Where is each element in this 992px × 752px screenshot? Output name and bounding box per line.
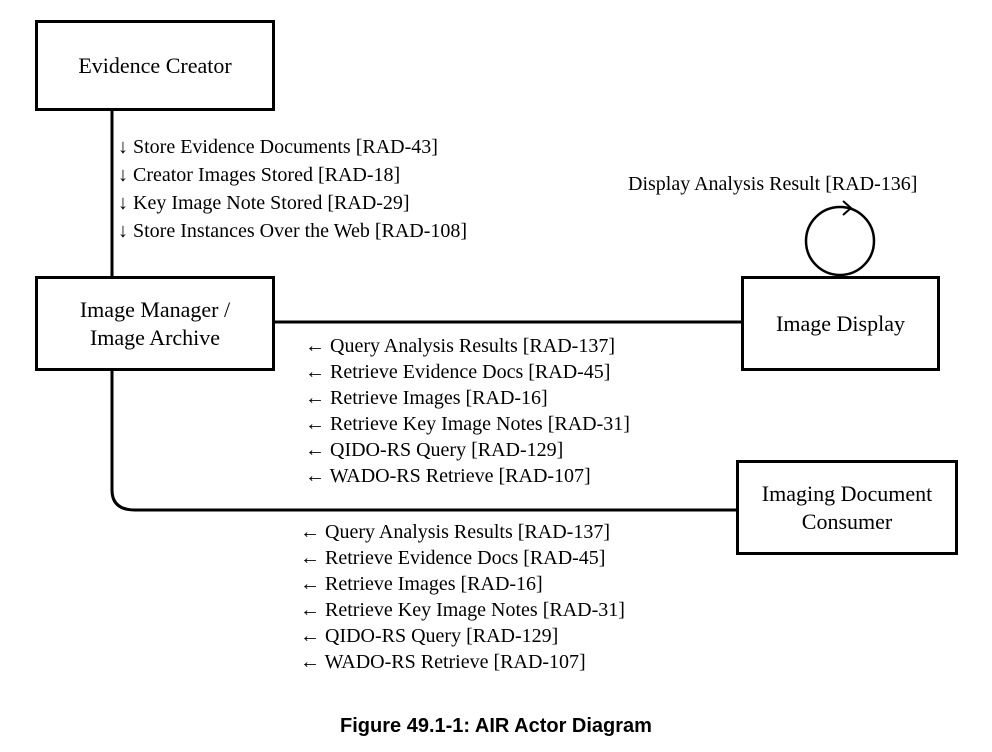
actor-label-line: Image Archive [89,324,221,350]
actor-image-display: Image Display [741,276,940,371]
transaction-label: ↓ Store Instances Over the Web [RAD-108] [118,220,468,242]
transaction-label: ← Retrieve Key Image Notes [RAD-31] [305,413,630,435]
transaction-label: ← Retrieve Key Image Notes [RAD-31] [300,599,625,621]
actor-image-manager: Image Manager / Image Archive [35,276,275,371]
transaction-label: ← Query Analysis Results [RAD-137] [305,335,615,357]
actor-imaging-document-consumer: Imaging Document Consumer [736,460,958,555]
display-self-loop [804,205,876,277]
manager-consumer-line [110,370,737,512]
transaction-label: ← QIDO-RS Query [RAD-129] [305,439,564,461]
transaction-label: ← QIDO-RS Query [RAD-129] [300,625,559,647]
transaction-label: ← WADO-RS Retrieve [RAD-107] [305,465,591,487]
transactions-display-to-manager: ← Query Analysis Results [RAD-137] ← Ret… [305,333,630,489]
transaction-label: ← Retrieve Images [RAD-16] [305,387,548,409]
transaction-label: ← Retrieve Images [RAD-16] [300,573,543,595]
transactions-creator-to-manager: ↓ Store Evidence Documents [RAD-43] ↓ Cr… [118,133,467,245]
actor-label: Evidence Creator [78,52,232,78]
transaction-label: ↓ Key Image Note Stored [RAD-29] [118,192,410,214]
transaction-label: ↓ Store Evidence Documents [RAD-43] [118,136,438,158]
transaction-display-self: Display Analysis Result [RAD-136] [628,171,917,197]
transaction-label: ← WADO-RS Retrieve [RAD-107] [300,651,586,673]
figure-caption: Figure 49.1-1: AIR Actor Diagram [340,715,652,737]
transaction-label: Display Analysis Result [RAD-136] [628,173,918,195]
transaction-label: ← Retrieve Evidence Docs [RAD-45] [300,547,606,569]
transaction-label: ↓ Creator Images Stored [RAD-18] [118,164,401,186]
actor-evidence-creator: Evidence Creator [35,20,275,111]
transaction-label: ← Query Analysis Results [RAD-137] [300,521,610,543]
transaction-label: ← Retrieve Evidence Docs [RAD-45] [305,361,611,383]
actor-label: Image Display [776,310,905,336]
actor-label-line: Image Manager / [79,296,231,322]
actor-label-line: Consumer [801,508,893,534]
transactions-consumer-to-manager: ← Query Analysis Results [RAD-137] ← Ret… [300,519,625,675]
actor-label-line: Imaging Document [761,480,933,506]
self-loop-arrowhead [842,200,853,216]
